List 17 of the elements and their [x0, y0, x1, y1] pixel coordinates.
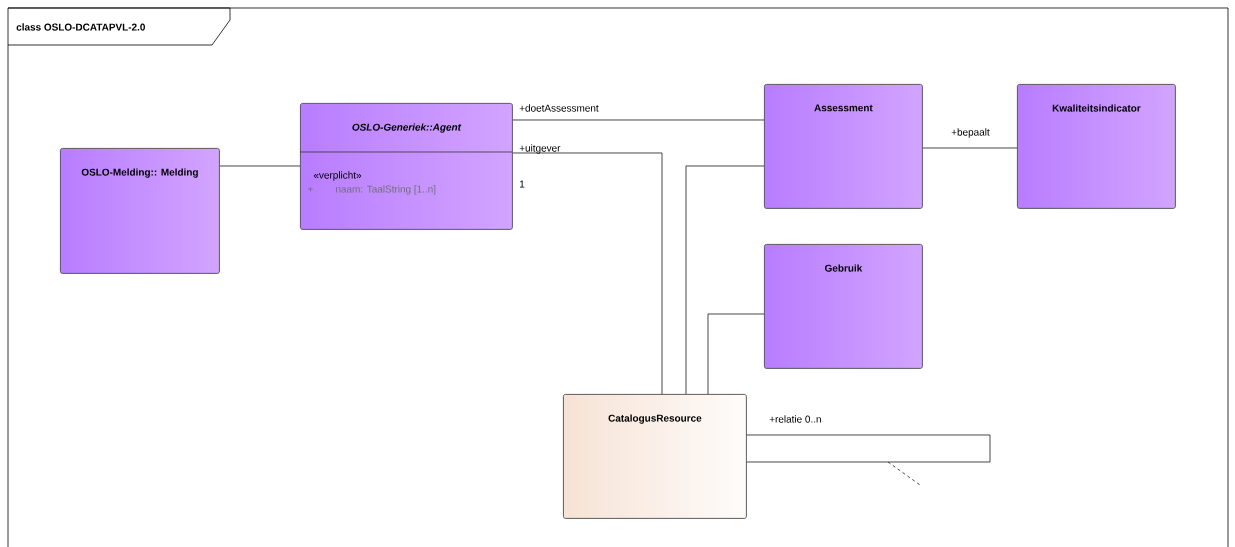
association-line [746, 434, 991, 463]
role-label: +uitgever [519, 144, 561, 154]
association-line [219, 165, 301, 167]
class-box: OSLO-Melding:: Melding [60, 148, 220, 274]
association-line [707, 313, 765, 395]
frame-title: class OSLO-DCATAPVL-2.0 [16, 23, 145, 31]
association-line [922, 147, 1018, 149]
role-label: +bepaalt [951, 128, 990, 138]
association-line [512, 119, 765, 121]
association-line [685, 165, 765, 395]
class-box: Kwaliteitsindicator [1017, 84, 1176, 209]
role-label: +relatie 0..n [769, 415, 821, 423]
class-box: Gebruik [764, 244, 923, 369]
class-box: Assessment [764, 84, 923, 209]
association-line [512, 152, 663, 395]
class-box: CatalogusResource [563, 394, 747, 519]
role-label: +doetAssessment [519, 104, 599, 112]
